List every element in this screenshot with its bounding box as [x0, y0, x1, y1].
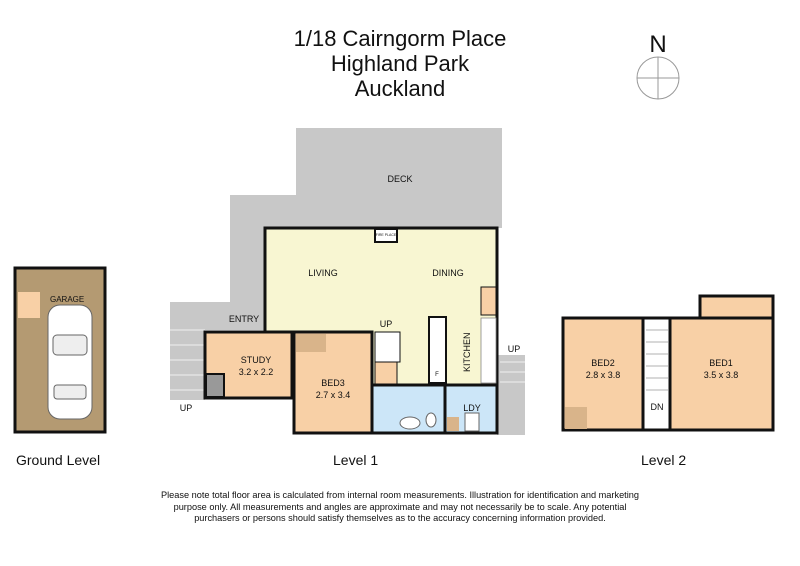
- fireplace-label: FIRE PLACE: [376, 233, 397, 237]
- bed1-label: BED1: [709, 358, 733, 368]
- study-size: 3.2 x 2.2: [239, 367, 274, 377]
- dining-label: DINING: [432, 268, 464, 278]
- level1-label: Level 1: [333, 452, 379, 468]
- kitchen-bench: [480, 317, 497, 384]
- car-icon: [47, 304, 93, 420]
- fireplace: [374, 228, 398, 243]
- stair-down-label: DN: [651, 402, 664, 412]
- stair-up-label: UP: [508, 344, 521, 354]
- property-address: 1/18 Cairngorm Place Highland Park Auckl…: [250, 26, 550, 101]
- bed3-size: 2.7 x 3.4: [316, 390, 351, 400]
- fridge: [428, 316, 447, 384]
- study-label: STUDY: [241, 355, 272, 365]
- upper-stairs: [641, 316, 672, 432]
- stair-up-label: UP: [380, 319, 393, 329]
- internal-stairs: [374, 331, 401, 363]
- bed2-label: BED2: [591, 358, 615, 368]
- fridge-label: F: [435, 372, 439, 378]
- garage: GARAGE: [13, 266, 107, 434]
- disclaimer: Please note total floor area is calculat…: [161, 490, 639, 523]
- address-city: Auckland: [354, 76, 446, 101]
- kitchen-label: KITCHEN: [462, 332, 472, 372]
- compass-icon: N: [636, 31, 680, 100]
- address-suburb: Highland Park: [330, 51, 470, 76]
- bed1-size: 3.5 x 3.8: [704, 370, 739, 380]
- ground-level-label: Ground Level: [16, 452, 101, 468]
- stair-up-label: UP: [180, 403, 193, 413]
- bed2-size: 2.8 x 3.8: [586, 370, 621, 380]
- address-street: 1/18 Cairngorm Place: [293, 26, 507, 51]
- deck: [170, 128, 502, 400]
- entry-label: ENTRY: [229, 314, 259, 324]
- laundry-label: LDY: [463, 403, 481, 413]
- bed3-label: BED3: [321, 378, 345, 388]
- bed1: [668, 316, 775, 432]
- living-label: LIVING: [308, 268, 338, 278]
- garage-label: GARAGE: [50, 295, 84, 304]
- compass-north: N: [649, 31, 666, 58]
- deck-label: DECK: [387, 174, 412, 184]
- level2-label: Level 2: [641, 452, 687, 468]
